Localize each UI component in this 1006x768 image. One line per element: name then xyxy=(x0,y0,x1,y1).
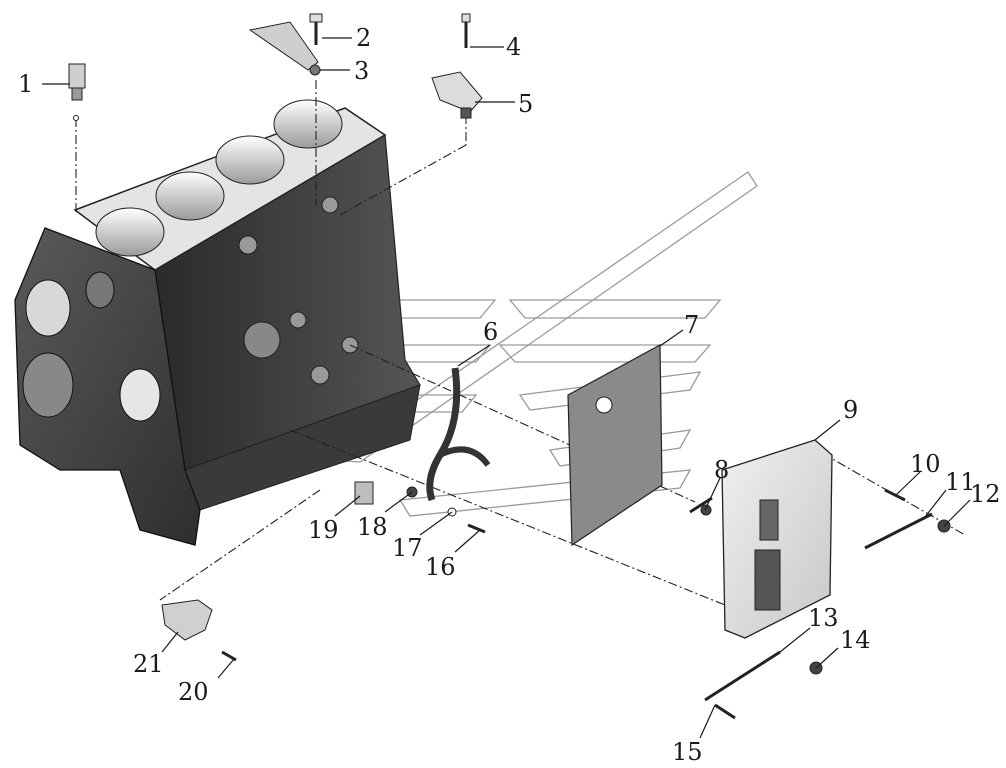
part-19-fitting xyxy=(354,481,374,505)
callout-14: 14 xyxy=(840,626,871,654)
part-2-bolt xyxy=(309,13,323,45)
callout-3: 3 xyxy=(354,57,369,85)
callout-17: 17 xyxy=(392,534,423,562)
part-1-sensor xyxy=(68,63,86,121)
callout-19: 19 xyxy=(308,516,339,544)
part-11-stud xyxy=(864,512,933,550)
callout-12: 12 xyxy=(970,480,1001,508)
callout-5: 5 xyxy=(518,90,533,118)
part-15-bolt xyxy=(714,703,736,720)
leader-lines xyxy=(42,37,971,739)
callout-6: 6 xyxy=(483,318,498,346)
callout-10: 10 xyxy=(910,450,941,478)
part-21-bracket xyxy=(161,599,213,641)
part-6-pipe xyxy=(426,367,491,502)
callout-9: 9 xyxy=(843,396,858,424)
callout-8: 8 xyxy=(714,456,729,484)
callout-16: 16 xyxy=(425,553,456,581)
callout-1: 1 xyxy=(18,70,33,98)
callout-7: 7 xyxy=(684,311,699,339)
part-16-bolt xyxy=(467,523,486,534)
part-4-bolt xyxy=(461,13,471,48)
part-13-stud xyxy=(704,650,781,702)
callout-18: 18 xyxy=(357,513,388,541)
callout-21: 21 xyxy=(133,650,164,678)
callout-2: 2 xyxy=(356,24,371,52)
callout-labels: 1 2 3 4 5 6 7 8 9 10 11 12 13 14 15 16 1… xyxy=(18,24,1001,766)
part-3-bracket xyxy=(248,21,321,76)
callout-11: 11 xyxy=(945,468,976,496)
callout-13: 13 xyxy=(808,604,839,632)
part-5-bracket xyxy=(431,71,483,119)
part-8-bolt xyxy=(689,496,713,516)
cylinder-bores xyxy=(95,99,343,257)
part-7-gasket xyxy=(567,343,663,547)
engine-block xyxy=(14,99,421,546)
callout-15: 15 xyxy=(672,738,703,766)
callout-4: 4 xyxy=(506,33,521,61)
part-10-bolt xyxy=(884,488,906,502)
part-20-bolt xyxy=(221,650,237,662)
callout-20: 20 xyxy=(178,678,209,706)
